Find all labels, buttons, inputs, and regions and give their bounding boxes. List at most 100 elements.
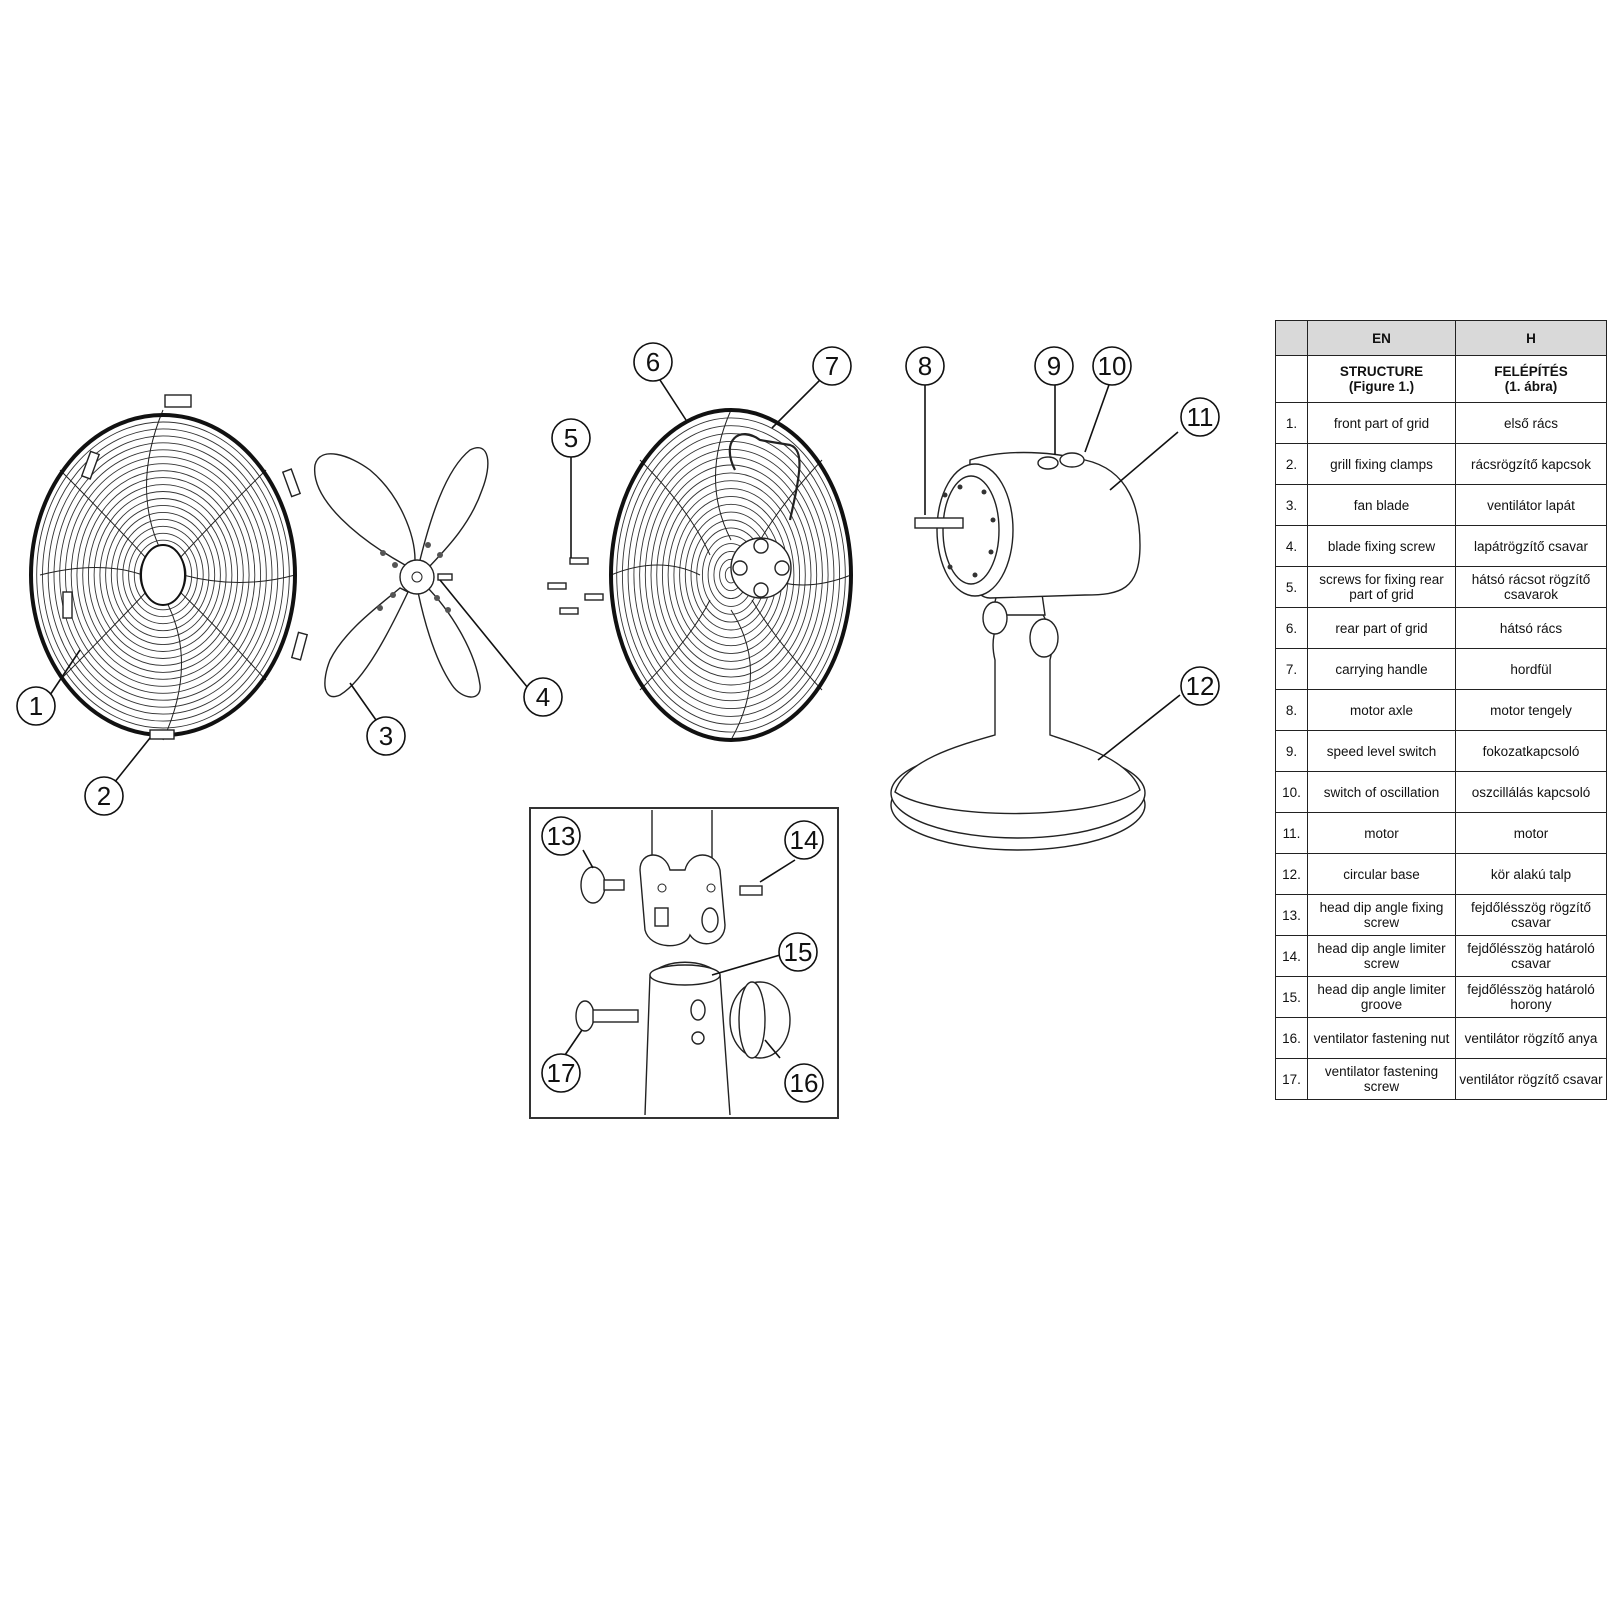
- table-cell-num: 1.: [1275, 402, 1308, 444]
- callout-16: 16: [784, 1063, 824, 1103]
- table-cell-en: fan blade: [1307, 484, 1456, 526]
- callout-6: 6: [633, 342, 673, 382]
- subheader-en: STRUCTURE(Figure 1.): [1307, 355, 1456, 403]
- callout-4: 4: [523, 677, 563, 717]
- svg-text:2: 2: [97, 781, 111, 811]
- fan-blade-assembly: [314, 447, 489, 698]
- grille-ring: [82, 477, 244, 673]
- svg-text:8: 8: [918, 351, 932, 381]
- table-cell-en: circular base: [1307, 853, 1456, 895]
- grille-ring: [47, 435, 279, 715]
- table-cell-num: 8.: [1275, 689, 1308, 731]
- svg-text:16: 16: [790, 1068, 819, 1098]
- grille-ring: [110, 511, 216, 639]
- grille-ring: [122, 525, 204, 625]
- svg-text:15: 15: [784, 937, 813, 967]
- table-cell-num: 16.: [1275, 1017, 1308, 1059]
- callout-2: 2: [84, 776, 124, 816]
- svg-text:5: 5: [564, 423, 578, 453]
- grille-ring: [644, 456, 818, 694]
- svg-text:6: 6: [646, 347, 660, 377]
- table-cell-num: 14.: [1275, 935, 1308, 977]
- table-cell-en: speed level switch: [1307, 730, 1456, 772]
- svg-text:1: 1: [29, 691, 43, 721]
- grill-clamps: [62, 394, 309, 740]
- carrying-handle: [728, 433, 801, 521]
- table-cell-en: blade fixing screw: [1307, 525, 1456, 567]
- grille-ring: [661, 480, 801, 670]
- table-cell-num: 4.: [1275, 525, 1308, 567]
- grille-ring: [42, 428, 284, 722]
- oscillation-switch: [1059, 452, 1085, 468]
- table-cell-num: 13.: [1275, 894, 1308, 936]
- table-cell-en: screws for fixing rear part of grid: [1307, 566, 1456, 608]
- table-cell-en: head dip angle limiter groove: [1307, 976, 1456, 1018]
- grille-ring: [70, 463, 256, 687]
- svg-text:13: 13: [547, 821, 576, 851]
- header-blank: [1275, 320, 1308, 356]
- table-cell-en: ventilator fastening nut: [1307, 1017, 1456, 1059]
- grille-ring: [87, 484, 239, 666]
- callout-7: 7: [812, 346, 852, 386]
- table-cell-en: front part of grid: [1307, 402, 1456, 444]
- table-cell-h: kör alakú talp: [1455, 853, 1607, 895]
- table-cell-h: lapátrögzítő csavar: [1455, 525, 1607, 567]
- table-cell-h: első rács: [1455, 402, 1607, 444]
- table-cell-en: grill fixing clamps: [1307, 443, 1456, 485]
- grille-ring: [667, 488, 795, 662]
- callout-12: 12: [1180, 666, 1220, 706]
- svg-text:3: 3: [379, 721, 393, 751]
- grille-ring: [116, 518, 210, 632]
- table-cell-num: 9.: [1275, 730, 1308, 772]
- table-cell-h: fejdőlésszög határoló horony: [1455, 976, 1607, 1018]
- grille-ring: [36, 421, 290, 729]
- table-cell-h: oszcillálás kapcsoló: [1455, 771, 1607, 813]
- table-cell-h: motor tengely: [1455, 689, 1607, 731]
- table-cell-h: fejdőlésszög határoló csavar: [1455, 935, 1607, 977]
- table-cell-en: carrying handle: [1307, 648, 1456, 690]
- grille-ring: [59, 449, 267, 701]
- svg-text:7: 7: [825, 351, 839, 381]
- svg-text:9: 9: [1047, 351, 1061, 381]
- leader-lines: [49, 379, 1181, 1059]
- table-cell-en: switch of oscillation: [1307, 771, 1456, 813]
- callout-8: 8: [905, 346, 945, 386]
- header-h: H: [1455, 320, 1607, 356]
- callout-9: 9: [1034, 346, 1074, 386]
- svg-text:17: 17: [547, 1058, 576, 1088]
- grille-ring: [627, 433, 835, 717]
- header-en: EN: [1307, 320, 1456, 356]
- table-cell-en: head dip angle fixing screw: [1307, 894, 1456, 936]
- table-cell-h: ventilátor rögzítő anya: [1455, 1017, 1607, 1059]
- grille-ring: [133, 539, 193, 611]
- table-cell-h: hátsó rácsot rögzítő csavarok: [1455, 566, 1607, 608]
- table-cell-num: 10.: [1275, 771, 1308, 813]
- table-cell-num: 5.: [1275, 566, 1308, 608]
- table-cell-num: 2.: [1275, 443, 1308, 485]
- table-cell-h: ventilátor lapát: [1455, 484, 1607, 526]
- table-cell-h: fejdőlésszög rögzítő csavar: [1455, 894, 1607, 936]
- speed-switch: [1037, 456, 1059, 470]
- table-cell-h: ventilátor rögzítő csavar: [1455, 1058, 1607, 1100]
- parts-legend-table: EN H STRUCTURE(Figure 1.) FELÉPÍTÉS(1. á…: [1275, 320, 1607, 1100]
- table-cell-en: ventilator fastening screw: [1307, 1058, 1456, 1100]
- grille-ring: [656, 472, 806, 678]
- table-cell-h: fokozatkapcsoló: [1455, 730, 1607, 772]
- callout-1: 1: [16, 686, 56, 726]
- fan-motor-stand: [890, 451, 1146, 851]
- front-grid: [29, 394, 309, 741]
- table-cell-en: rear part of grid: [1307, 607, 1456, 649]
- table-cell-num: 6.: [1275, 607, 1308, 649]
- table-cell-h: motor: [1455, 812, 1607, 854]
